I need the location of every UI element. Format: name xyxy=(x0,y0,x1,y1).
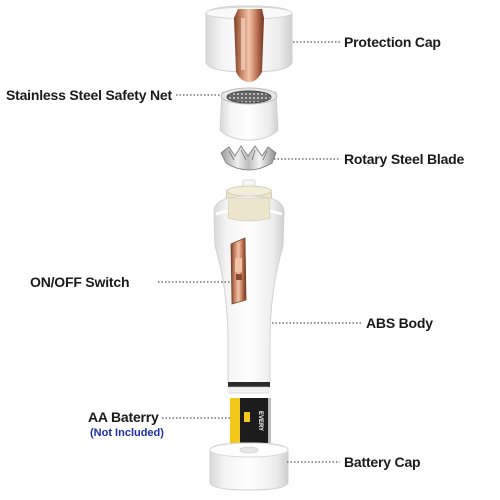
aa-battery-part: EVERY xyxy=(230,398,271,444)
protection-cap-label: Protection Cap xyxy=(344,34,441,50)
rotary-blade-label: Rotary Steel Blade xyxy=(344,151,465,167)
on-off-switch-part xyxy=(230,237,247,305)
battery-cap-part xyxy=(209,442,289,491)
abs-body-label: ABS Body xyxy=(366,315,433,331)
battery-brand-text: EVERY xyxy=(257,411,263,431)
safety-net-part xyxy=(219,87,279,141)
battery-cap-label: Battery Cap xyxy=(344,454,421,470)
safety-net-label: Stainless Steel Safety Net xyxy=(6,87,172,103)
aa-battery-label: AA Baterry xyxy=(88,409,159,425)
abs-body-part xyxy=(213,179,285,394)
on-off-switch-label: ON/OFF Switch xyxy=(30,274,130,290)
not-included-note: (Not Included) xyxy=(90,427,164,439)
rotary-blade-part xyxy=(220,145,277,171)
protection-cap-part xyxy=(205,5,293,82)
